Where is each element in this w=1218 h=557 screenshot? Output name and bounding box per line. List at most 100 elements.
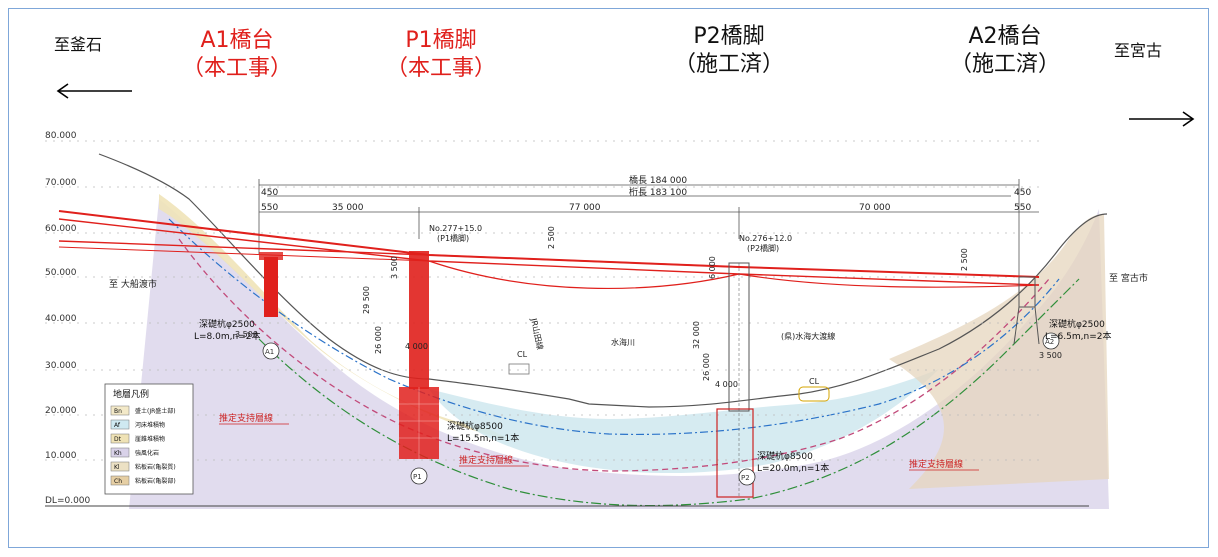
end-right-label: 450	[1014, 188, 1031, 198]
p2-pier: P2	[716, 262, 756, 498]
legend-swatch	[110, 461, 130, 472]
a2-top-label: 2 500	[960, 248, 969, 271]
support-a2-status: （施工済）	[949, 51, 1060, 77]
legend-code: Kh	[114, 450, 122, 457]
arrow-right-icon	[1129, 111, 1195, 127]
river-label: 水海川	[611, 337, 635, 347]
p1-height2-label: 26 000	[374, 326, 383, 354]
cl-marker-right: CL	[809, 377, 820, 386]
p1-station-sub: (P1橋脚)	[437, 233, 469, 243]
left-city-label: 至 大船渡市	[109, 278, 157, 290]
support-p1-status: （本工事）	[385, 55, 496, 81]
right-city-label: 至 宮古市	[1109, 272, 1148, 284]
legend-swatch	[110, 447, 130, 458]
span1-label: 35 000	[332, 203, 364, 213]
legend-code: Ch	[114, 478, 122, 485]
elev-label: 20.000	[45, 406, 77, 416]
p1-station-label: No.277+15.0	[429, 224, 482, 233]
legend-label: 粘板岩(亀裂質)	[135, 463, 176, 471]
p1-pile-length: L=15.5m,n=1本	[447, 432, 519, 444]
p1-pier: P1	[399, 251, 439, 485]
girder-height-label: 2 500	[547, 226, 556, 249]
direction-right-label: 至宮古	[1114, 41, 1163, 60]
legend-label: 崖錐堆積物	[135, 435, 165, 443]
legend-label: 河床堆積物	[135, 421, 165, 429]
support-a2-name: A2橋台	[968, 24, 1042, 49]
a2-marker: A2	[1045, 338, 1054, 346]
pier-dimension-values: 3 500 4 000 4 000 3 500 29 500 26 000 3 …	[235, 226, 1062, 389]
girder-length-label: 桁長 183 100	[629, 186, 687, 198]
end-left-label: 450	[261, 188, 278, 198]
p1-pile-label: 深礎杭φ8500	[447, 420, 503, 432]
elev-label: 80.000	[45, 131, 77, 141]
elevation-axis: 80.000 70.000 60.000 50.000 40.000 30.00…	[45, 131, 91, 506]
bridge-profile-drawing: 80.000 70.000 60.000 50.000 40.000 30.00…	[45, 131, 1148, 509]
legend-code: Af	[114, 422, 121, 429]
elev-label: 70.000	[45, 178, 77, 188]
bridge-length-label: 橋長 184 000	[629, 174, 687, 186]
edge-left-label: 550	[261, 203, 278, 213]
p2-pile-label: 深礎杭φ8500	[757, 450, 813, 462]
p2-height1-label: 32 000	[692, 321, 701, 349]
legend-swatch	[110, 419, 130, 430]
span3-label: 70 000	[859, 203, 891, 213]
support-a2-header: A2橋台 （施工済）	[935, 23, 1075, 78]
edge-right-label: 550	[1014, 203, 1031, 213]
legend-label: 盛土(JR盛土部)	[135, 407, 176, 415]
a2-abutment: A2	[1013, 276, 1060, 350]
a1-abutment: A1	[259, 252, 283, 360]
bearing-layer-label-center: 推定支持層線	[459, 454, 513, 466]
p2-marker: P2	[741, 474, 750, 482]
support-a1-status: （本工事）	[181, 55, 292, 81]
support-p2-status: （施工済）	[673, 51, 784, 77]
legend-label: 粘板岩(亀裂部)	[135, 477, 176, 485]
elev-label: 40.000	[45, 314, 77, 324]
legend-label: 強風化岩	[135, 449, 159, 457]
support-p1-name: P1橋脚	[405, 28, 477, 53]
a2-width-label: 3 500	[1039, 351, 1062, 360]
legend-code: Bn	[114, 408, 122, 415]
a2-pile-label: 深礎杭φ2500	[1049, 318, 1105, 330]
groundwater-line	[168, 218, 1060, 436]
bearing-layer-label-left: 推定支持層線	[219, 412, 273, 424]
elev-label: 30.000	[45, 361, 77, 371]
support-a1-name: A1橋台	[200, 28, 274, 53]
p1-width-label: 4 000	[405, 342, 428, 351]
p2-top-label: 6 000	[708, 256, 717, 279]
stratum-weathered-rock	[129, 199, 1109, 509]
legend-swatch	[110, 475, 130, 486]
railway-label: JR山田線	[529, 316, 546, 350]
elevation-gridlines	[45, 140, 1039, 461]
legend-code: Kl	[114, 464, 120, 471]
support-p1-header: P1橋脚 （本工事）	[381, 27, 501, 82]
p1-height1-label: 29 500	[362, 286, 371, 314]
p2-station-label: No.276+12.0	[739, 234, 792, 243]
a2-pile-length: L=6.5m,n=2本	[1045, 330, 1111, 342]
direction-left-label: 至釜石	[54, 35, 103, 54]
span-dimension-lines	[258, 179, 1039, 279]
road-label: (県)水海大渡線	[781, 331, 835, 341]
bridge-girder	[58, 210, 1040, 290]
elev-label: DL=0.000	[45, 496, 91, 506]
p2-width-label: 4 000	[715, 380, 738, 389]
support-p2-header: P2橋脚 （施工済）	[659, 23, 799, 78]
bearing-layer-label-right: 推定支持層線	[909, 458, 963, 470]
legend-code: Dt	[114, 436, 122, 443]
support-a1-header: A1橋台 （本工事）	[177, 27, 297, 82]
a1-pile-length: L=8.0m,n=2本	[194, 330, 260, 342]
stratum-right-slope	[889, 214, 1109, 489]
elev-label: 50.000	[45, 268, 77, 278]
p2-station-sub: (P2橋脚)	[747, 243, 779, 253]
ground-surface-line	[98, 153, 1108, 408]
support-p2-name: P2橋脚	[693, 24, 765, 49]
span2-label: 77 000	[569, 203, 601, 213]
a1-pile-label: 深礎杭φ2500	[199, 318, 255, 330]
a1-width-label: 3 500	[235, 330, 258, 339]
p2-height2-label: 26 000	[702, 353, 711, 381]
elev-label: 60.000	[45, 224, 77, 234]
rock-boundary-line	[258, 278, 1080, 507]
p2-pile-length: L=20.0m,n=1本	[757, 462, 829, 474]
cl-marker-left: CL	[517, 350, 528, 359]
p1-marker: P1	[413, 473, 422, 481]
drawing-frame: 至釜石 至宮古 A1橋台 （本工事） P1橋脚 （本工事） P2橋脚 （施工済）…	[8, 8, 1209, 548]
